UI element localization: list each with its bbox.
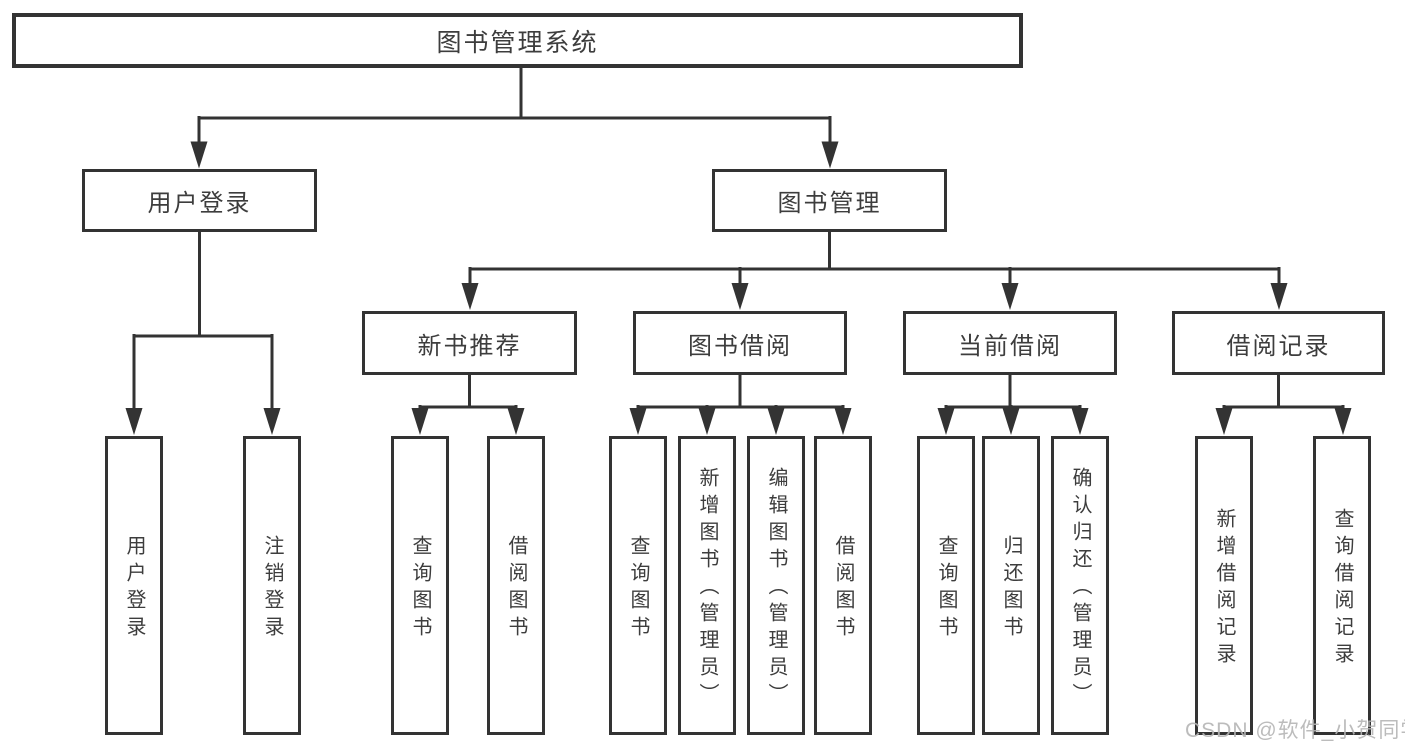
node-current-borrow: 当前借阅 bbox=[903, 311, 1117, 375]
csdn-watermark: CSDN @软件_小贺同学 bbox=[1185, 719, 1405, 742]
node-label: 查询图书 bbox=[935, 534, 957, 643]
node-label: 用户登录 bbox=[123, 534, 145, 643]
arrow-down-icon bbox=[190, 141, 208, 169]
connector-book-borrow-children bbox=[636, 374, 845, 415]
leaf-newbooks-borrow-books: 借阅图书 bbox=[487, 436, 545, 735]
leaf-records-query-record: 查询借阅记录 bbox=[1313, 436, 1371, 735]
node-label: 图书管理系统 bbox=[436, 28, 599, 57]
node-new-book-recommend: 新书推荐 bbox=[362, 311, 577, 375]
connector-root-to-level2 bbox=[197, 67, 832, 147]
node-label: 确认归还（管理员） bbox=[1069, 467, 1091, 710]
node-library-management-system: 图书管理系统 bbox=[12, 13, 1023, 68]
leaf-logout: 注销登录 bbox=[243, 436, 301, 735]
leaf-newbooks-query-books: 查询图书 bbox=[391, 436, 449, 735]
node-label: 图书管理 bbox=[777, 190, 882, 217]
node-label: 查询图书 bbox=[627, 534, 649, 643]
leaf-borrow-edit-books-admin: 编辑图书（管理员） bbox=[747, 436, 805, 735]
arrow-down-icon bbox=[1002, 408, 1020, 435]
node-label: 新增图书（管理员） bbox=[696, 467, 718, 710]
node-label: 查询图书 bbox=[409, 534, 431, 643]
node-label: 注销登录 bbox=[261, 534, 283, 643]
node-book-borrow: 图书借阅 bbox=[633, 311, 847, 375]
arrow-down-icon bbox=[1334, 408, 1352, 435]
node-label: 新书推荐 bbox=[417, 332, 522, 360]
connector-book-management-children bbox=[468, 231, 1281, 289]
node-label: 借阅图书 bbox=[832, 534, 854, 643]
arrow-down-icon bbox=[411, 408, 429, 435]
node-label: 编辑图书（管理员） bbox=[765, 467, 787, 710]
arrow-down-icon bbox=[1071, 408, 1089, 435]
arrow-down-icon bbox=[461, 283, 479, 310]
node-label: 用户登录 bbox=[147, 190, 252, 217]
leaf-user-login: 用户登录 bbox=[105, 436, 163, 735]
leaf-records-add-record: 新增借阅记录 bbox=[1195, 436, 1253, 735]
leaf-current-query-books: 查询图书 bbox=[917, 436, 975, 735]
leaf-current-return-books: 归还图书 bbox=[982, 436, 1040, 735]
arrow-down-icon bbox=[507, 408, 525, 435]
leaf-borrow-add-books-admin: 新增图书（管理员） bbox=[678, 436, 736, 735]
node-label: 归还图书 bbox=[1000, 534, 1022, 643]
connector-user-login-children bbox=[132, 231, 274, 413]
node-label: 借阅记录 bbox=[1226, 332, 1331, 360]
arrow-down-icon bbox=[1001, 283, 1019, 310]
arrow-down-icon bbox=[767, 408, 785, 435]
node-label: 借阅图书 bbox=[505, 534, 527, 643]
leaf-current-confirm-return-admin: 确认归还（管理员） bbox=[1051, 436, 1109, 735]
arrow-down-icon bbox=[834, 408, 852, 435]
node-label: 查询借阅记录 bbox=[1331, 507, 1353, 670]
leaf-borrow-query-books: 查询图书 bbox=[609, 436, 667, 735]
node-label: 图书借阅 bbox=[688, 332, 792, 360]
node-book-management: 图书管理 bbox=[712, 169, 947, 232]
arrow-down-icon bbox=[629, 408, 647, 435]
arrow-down-icon bbox=[698, 408, 716, 435]
arrow-down-icon bbox=[821, 141, 839, 169]
arrow-down-icon bbox=[263, 408, 281, 435]
arrow-down-icon bbox=[1215, 408, 1233, 435]
arrow-down-icon bbox=[1270, 283, 1288, 310]
node-label: 当前借阅 bbox=[958, 332, 1062, 360]
connector-new-book-children bbox=[418, 374, 518, 415]
arrow-down-icon bbox=[937, 408, 955, 435]
connector-borrow-records-children bbox=[1222, 374, 1345, 415]
node-label: 新增借阅记录 bbox=[1213, 507, 1235, 670]
node-borrow-records: 借阅记录 bbox=[1172, 311, 1385, 375]
arrow-down-icon bbox=[731, 283, 749, 310]
node-user-login: 用户登录 bbox=[82, 169, 317, 232]
leaf-borrow-borrow-books: 借阅图书 bbox=[814, 436, 872, 735]
arrow-down-icon bbox=[125, 408, 143, 435]
